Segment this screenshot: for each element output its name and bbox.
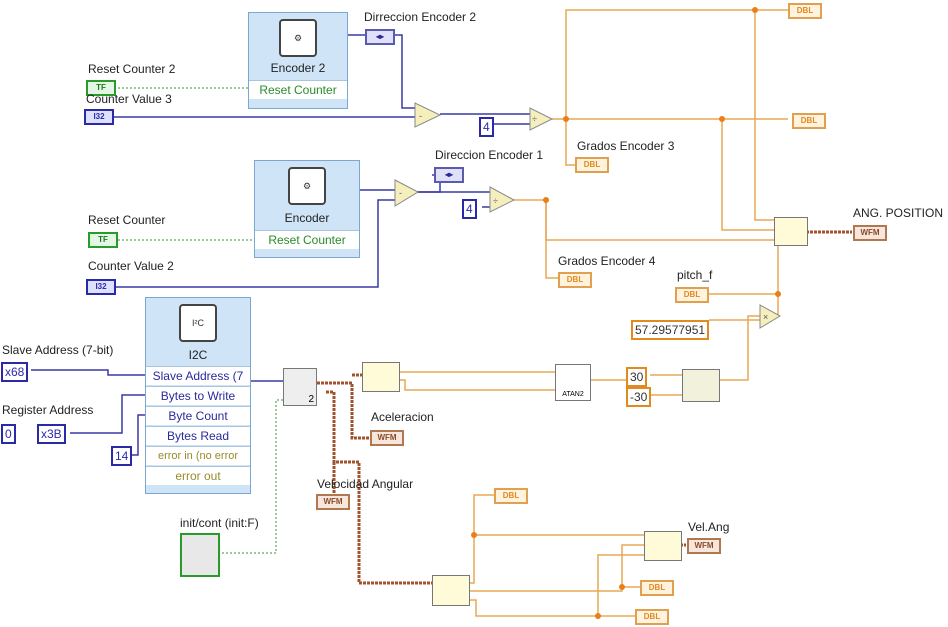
init-cont-label: init/cont (init:F) — [180, 516, 259, 530]
svg-text:÷: ÷ — [532, 114, 537, 124]
reset-counter-input[interactable]: Reset Counter — [249, 80, 347, 99]
waveform-subvi[interactable]: 2 — [283, 368, 317, 406]
i2c-icon: I²C — [179, 304, 217, 342]
dir-enc-1-indicator[interactable]: ◂▸ — [434, 167, 464, 183]
counter-value-2-indicator[interactable]: I32 — [86, 279, 116, 295]
aceleracion-label: Aceleracion — [371, 410, 434, 424]
dbl-indicator-1[interactable]: DBL — [788, 3, 822, 19]
pitch-f-label: pitch_f — [677, 268, 713, 282]
register-address-label: Register Address — [2, 403, 94, 417]
reset-counter-label: Reset Counter — [88, 213, 166, 227]
counter-value-3-indicator[interactable]: I32 — [84, 109, 114, 125]
byte-count-constant[interactable]: 14 — [111, 446, 133, 466]
encoder-1-vi[interactable]: ⚙ Encoder Reset Counter — [254, 160, 360, 258]
reset-counter-control[interactable]: TF — [88, 232, 118, 248]
i2c-bytes-to-write[interactable]: Bytes to Write — [146, 386, 250, 405]
encoder-icon: ⚙ — [288, 167, 326, 205]
svg-text:-: - — [399, 188, 402, 198]
reset-counter-input[interactable]: Reset Counter — [255, 230, 359, 249]
counter-value-3-label: Counter Value 3 — [86, 92, 172, 106]
rad-to-deg-constant[interactable]: 57.29577951 — [631, 320, 710, 340]
multiply-operator — [759, 304, 782, 329]
dir-enc-1-label: Direccion Encoder 1 — [435, 148, 544, 162]
index-array-2[interactable] — [432, 575, 470, 606]
constant-four-1[interactable]: 4 — [462, 199, 477, 219]
array-index[interactable]: 0 — [1, 424, 16, 444]
build-array-vel[interactable] — [644, 531, 682, 561]
grados-enc-4-indicator[interactable]: DBL — [558, 272, 592, 288]
svg-text:÷: ÷ — [493, 196, 498, 206]
i2c-error-in[interactable]: error in (no error — [146, 446, 250, 465]
register-address-constant[interactable]: x3B — [37, 424, 66, 444]
slave-address-label: Slave Address (7-bit) — [2, 343, 114, 357]
lower-limit-constant[interactable]: -30 — [626, 387, 652, 407]
subtract-operator-1 — [394, 179, 420, 207]
reset-counter-2-label: Reset Counter 2 — [88, 62, 176, 76]
svg-text:-: - — [419, 111, 422, 121]
aceleracion-indicator[interactable]: WFM — [370, 430, 404, 446]
reset-counter-2-control[interactable]: TF — [86, 80, 116, 96]
upper-limit-constant[interactable]: 30 — [626, 367, 648, 387]
in-range-coerce-function[interactable] — [682, 369, 720, 402]
i2c-byte-count[interactable]: Byte Count — [146, 406, 250, 425]
grados-enc-3-label: Grados Encoder 3 — [577, 139, 675, 153]
encoder-icon: ⚙ — [279, 19, 317, 57]
index-array-1[interactable] — [362, 362, 400, 392]
dbl-indicator-5[interactable]: DBL — [635, 609, 669, 625]
vel-ang-label: Vel.Ang — [688, 520, 730, 534]
dir-enc-2-indicator[interactable]: ◂▸ — [365, 29, 395, 45]
dir-enc-2-label: Dirreccion Encoder 2 — [364, 10, 477, 24]
ang-position-indicator[interactable]: WFM — [853, 225, 887, 241]
dbl-indicator-4[interactable]: DBL — [640, 580, 674, 596]
dbl-indicator-3[interactable]: DBL — [494, 488, 528, 504]
counter-value-2-label: Counter Value 2 — [88, 259, 174, 273]
svg-text:×: × — [763, 312, 768, 322]
i2c-vi[interactable]: I²C I2C Slave Address (7 Bytes to Write … — [145, 297, 251, 494]
init-cont-switch[interactable] — [180, 533, 220, 577]
velocidad-angular-label: Velocidad Angular — [317, 477, 414, 491]
encoder-2-vi[interactable]: ⚙ Encoder 2 Reset Counter — [248, 12, 348, 109]
build-array-ang[interactable] — [774, 217, 808, 246]
i2c-slave-address[interactable]: Slave Address (7 — [146, 366, 250, 385]
divide-operator-2 — [529, 107, 554, 131]
grados-enc-4-label: Grados Encoder 4 — [558, 254, 656, 268]
velocidad-angular-indicator[interactable]: WFM — [316, 494, 350, 510]
dbl-indicator-2[interactable]: DBL — [792, 113, 826, 129]
slave-address-constant[interactable]: x68 — [1, 362, 29, 382]
pitch-f-indicator[interactable]: DBL — [675, 287, 709, 303]
grados-enc-3-indicator[interactable]: DBL — [575, 157, 609, 173]
divide-operator-1 — [489, 186, 516, 213]
vel-ang-indicator[interactable]: WFM — [687, 538, 721, 554]
atan2-function[interactable]: ATAN2 — [555, 364, 591, 401]
constant-four-2[interactable]: 4 — [479, 117, 494, 137]
ang-position-label: ANG. POSITION — [853, 206, 944, 220]
subtract-operator-2 — [414, 102, 442, 128]
i2c-error-out[interactable]: error out — [146, 466, 250, 485]
i2c-bytes-read[interactable]: Bytes Read — [146, 426, 250, 445]
